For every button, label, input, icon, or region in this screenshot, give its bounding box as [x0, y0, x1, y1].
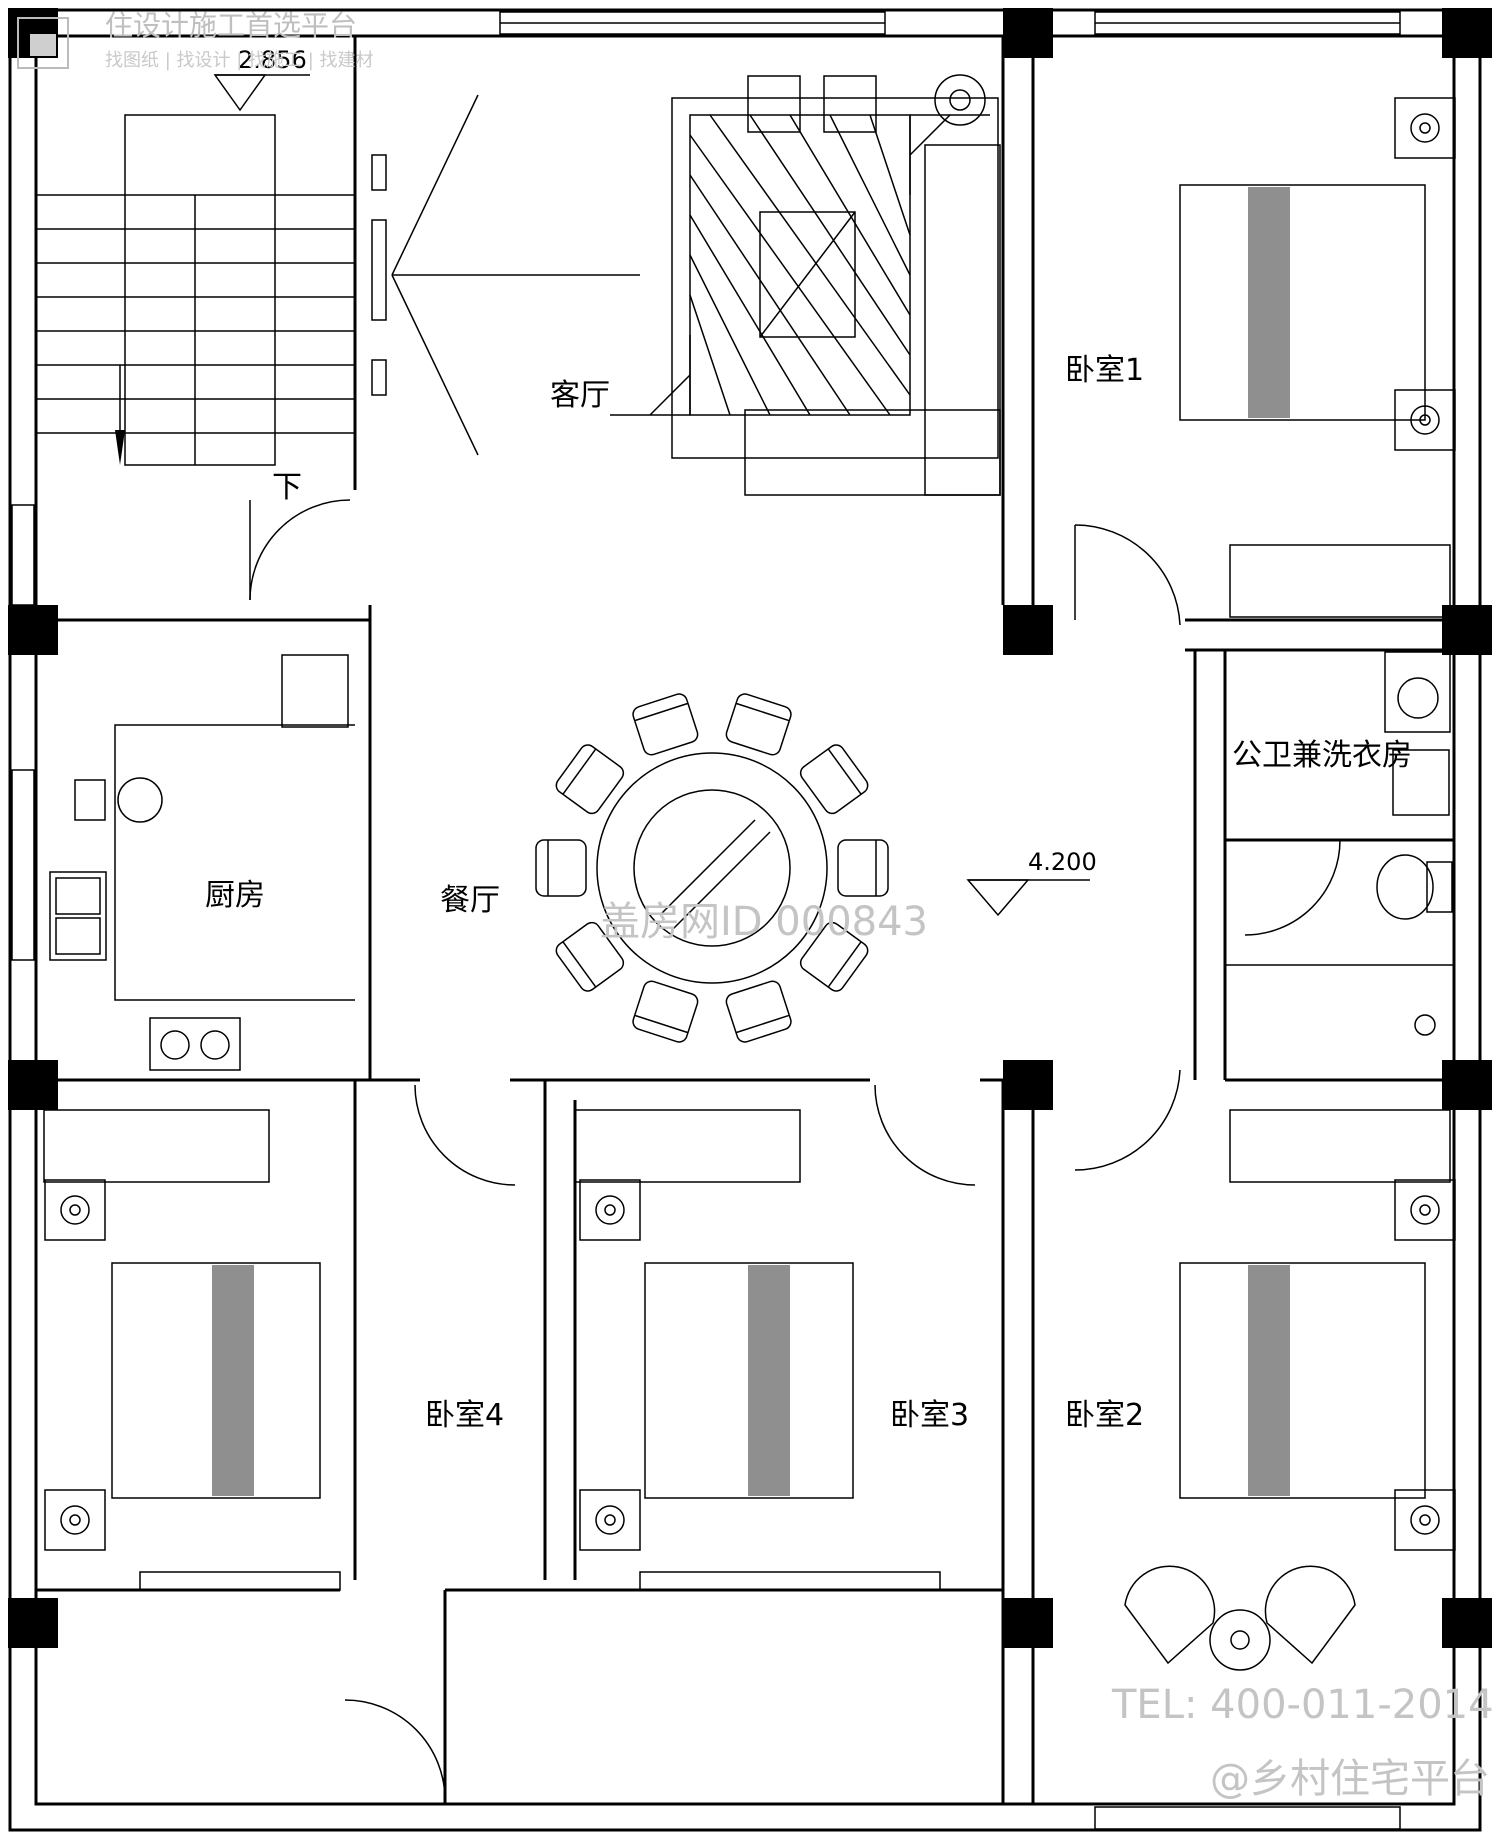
- room-bedroom2: 卧室2: [1065, 1398, 1144, 1433]
- dining-chair: [555, 921, 625, 992]
- dining-chair: [632, 693, 699, 756]
- bathroom-fixtures: [1225, 651, 1454, 1036]
- stair-down-label: 下: [272, 470, 302, 505]
- lounge-set: [1124, 1565, 1356, 1671]
- columns: [8, 8, 1492, 1648]
- nightstand: [44, 1179, 106, 1241]
- room-dining: 餐厅: [440, 883, 500, 918]
- nightstand: [1394, 1489, 1456, 1551]
- dining-chair: [837, 839, 889, 897]
- wardrobes: [43, 544, 1451, 1183]
- living-room-furniture: [371, 74, 1001, 496]
- wm-top-slogan: 住设计施工首选平台: [105, 9, 357, 42]
- beds: [111, 184, 1426, 1499]
- doors: [249, 499, 1341, 1801]
- dining-table: [535, 693, 889, 1043]
- level-floor-marker: [966, 879, 1090, 917]
- dining-chair: [725, 693, 792, 756]
- interior-walls: [36, 36, 1454, 1804]
- top-logo: [17, 17, 69, 69]
- room-bedroom1: 卧室1: [1065, 353, 1144, 388]
- nightstand: [44, 1489, 106, 1551]
- level-floor: 4.200: [1028, 848, 1097, 876]
- outer-walls: [8, 8, 1482, 1832]
- staircase: [36, 74, 355, 466]
- room-living: 客厅: [550, 378, 610, 413]
- wm-center-id: 盖房网ID 000843: [600, 899, 928, 945]
- nightstand: [579, 1489, 641, 1551]
- dining-chair: [799, 744, 869, 815]
- wm-tel: TEL: 400-011-2014: [1111, 1682, 1494, 1728]
- wm-top-links: 找图纸 | 找设计 | 找施工 | 找建材: [105, 50, 374, 71]
- wm-platform: @乡村住宅平台: [1210, 1756, 1490, 1802]
- room-bath-laundry: 公卫兼洗衣房: [1232, 738, 1412, 773]
- nightstand: [1394, 97, 1456, 159]
- dining-chair: [725, 980, 792, 1043]
- dining-chair: [555, 744, 625, 815]
- level-stair: 2.856: [238, 46, 307, 74]
- dining-chair: [632, 980, 699, 1043]
- dining-chair: [799, 921, 869, 992]
- kitchen-fixtures: [49, 654, 355, 1071]
- dining-chair: [535, 839, 587, 897]
- nightstands: [44, 97, 1456, 1551]
- nightstand: [1394, 1179, 1456, 1241]
- nightstand: [1394, 389, 1456, 451]
- room-bedroom4: 卧室4: [425, 1398, 504, 1433]
- room-bedroom3: 卧室3: [890, 1398, 969, 1433]
- nightstand: [579, 1179, 641, 1241]
- room-kitchen: 厨房: [205, 878, 265, 913]
